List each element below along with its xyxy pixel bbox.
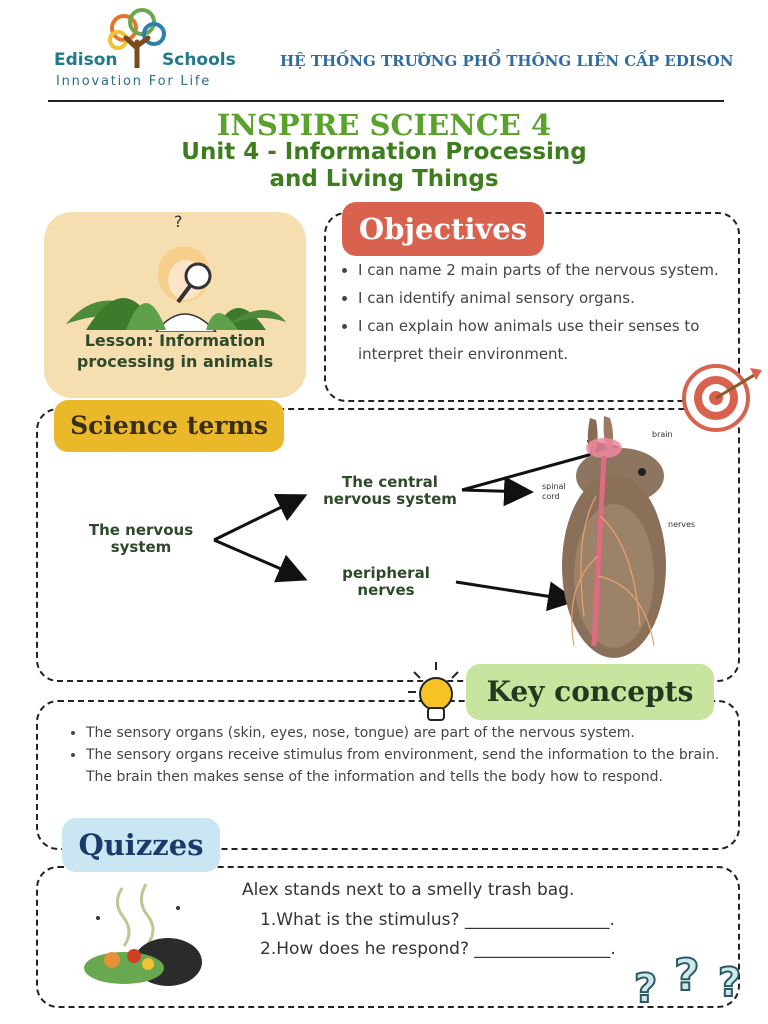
rabbit-nervous-system-diagram: brain spinal cord nerves <box>542 416 695 662</box>
question-mark-left: ? <box>633 965 658 1013</box>
label-nerves: nerves <box>668 520 696 529</box>
key-concept-item: The sensory organs receive stimulus from… <box>86 744 736 788</box>
arrow-to-spinal-cord <box>461 476 534 507</box>
term-central-nervous-system: The central nervous system <box>312 474 468 508</box>
target-icon <box>682 364 762 432</box>
science-terms-box <box>36 408 740 682</box>
term-nervous-line-2: system <box>110 538 172 556</box>
label-spinal: spinal <box>542 482 566 491</box>
term-central-line-2: nervous system <box>323 490 457 508</box>
subtitle-line-2: and Living Things <box>269 166 499 192</box>
logo-name-right: Schools <box>162 50 236 70</box>
logo-tagline: Innovation For Life <box>56 74 212 89</box>
term-peripheral-line-1: peripheral <box>342 564 430 582</box>
term-nervous-system: The nervous system <box>76 522 206 556</box>
key-concept-item: The sensory organs (skin, eyes, nose, to… <box>86 722 736 744</box>
edison-tree-logo-icon <box>108 8 166 68</box>
lesson-card: ? Lesson: Information processing in anim… <box>44 212 306 398</box>
label-cord: cord <box>542 492 560 501</box>
quiz-prompt: Alex stands next to a smelly trash bag. <box>242 880 575 900</box>
objectives-heading: Objectives <box>342 202 544 256</box>
question-mark-right: ? <box>717 959 742 1007</box>
magnifier-girl-illustration <box>66 246 286 332</box>
question-mark: ? <box>174 212 183 231</box>
objective-item: I can name 2 main parts of the nervous s… <box>358 256 748 284</box>
term-nervous-line-1: The nervous <box>88 521 194 539</box>
lesson-label-line-2: processing in animals <box>76 352 274 371</box>
quizzes-heading: Quizzes <box>62 818 220 872</box>
page-title: INSPIRE SCIENCE 4 <box>216 108 552 142</box>
key-concepts-list: The sensory organs (skin, eyes, nose, to… <box>64 722 736 788</box>
logo-name-left: Edison <box>54 50 118 70</box>
key-concepts-heading: Key concepts <box>466 664 714 720</box>
school-name: HỆ THỐNG TRƯỜNG PHỔ THÔNG LIÊN CẤP EDISO… <box>280 52 734 70</box>
objectives-list: I can name 2 main parts of the nervous s… <box>336 256 748 368</box>
edison-logo: Edison Schools Innovation For Life <box>54 8 236 94</box>
rabbit-illustration <box>562 416 666 658</box>
term-central-line-1: The central <box>342 473 438 491</box>
trash-bag-illustration <box>84 883 202 986</box>
objective-item: I can identify animal sensory organs. <box>358 284 748 312</box>
lesson-label-line-1: Lesson: Information <box>84 331 266 350</box>
quiz-question-1: 1.What is the stimulus? ________________… <box>260 910 615 930</box>
label-brain: brain <box>652 430 673 439</box>
arrow-to-brain <box>461 439 620 492</box>
key-concepts-box <box>36 700 740 850</box>
arrow-to-central <box>213 494 308 542</box>
objective-item: I can explain how animals use their sens… <box>358 312 748 368</box>
question-mark-middle: ? <box>673 949 700 1002</box>
term-peripheral-line-2: nerves <box>357 581 415 599</box>
subtitle-line-1: Unit 4 - Information Processing <box>181 139 587 165</box>
lightbulb-icon <box>408 662 459 721</box>
lesson-label: Lesson: Information processing in animal… <box>44 330 306 372</box>
term-peripheral-nerves: peripheral nerves <box>320 565 452 599</box>
science-terms-heading: Science terms <box>54 400 284 452</box>
arrow-to-nerves <box>455 580 578 612</box>
quiz-question-2: 2.How does he respond? ________________. <box>260 939 616 959</box>
quizzes-box <box>36 866 740 1008</box>
header-divider <box>48 100 724 102</box>
arrow-to-peripheral <box>213 538 308 583</box>
question-marks-icon: ? ? ? <box>630 949 762 1022</box>
